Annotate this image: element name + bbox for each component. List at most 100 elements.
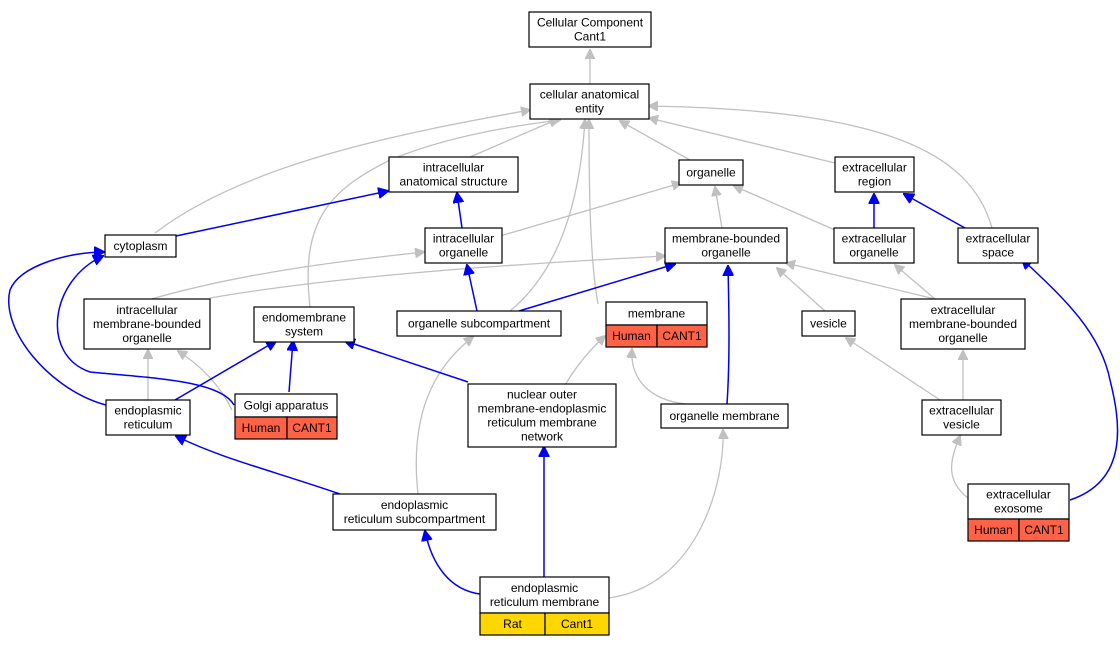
edge-extracellular-mbo-to-extracellular-organelle — [895, 265, 936, 300]
node-organelle-membrane[interactable]: organelle membrane — [660, 403, 789, 429]
node-label-line: intracellular — [116, 303, 177, 317]
node-label: organelle subcompartment — [408, 317, 551, 331]
node-label-line: system — [285, 325, 323, 339]
node-label-line: region — [858, 175, 891, 189]
node-label-line: entity — [575, 102, 604, 116]
node-organelle[interactable]: organelle — [678, 159, 744, 186]
edge-extracellular-mbo-to-membrane-bounded — [786, 263, 936, 300]
edge-membrane-to-entity — [589, 120, 599, 305]
node-label-line: organelle — [439, 246, 489, 260]
edge-intracellular-mbo-to-membrane-bounded — [209, 256, 665, 299]
node-label: cytoplasm — [113, 239, 167, 253]
edge-nuclear-network-to-endomembrane — [345, 341, 469, 383]
edge-membrane-bounded-to-organelle — [715, 187, 723, 229]
exosome-gene-label: CANT1 — [1024, 523, 1064, 537]
node-label-line: extracellular — [931, 303, 996, 317]
node-label-line: reticulum subcompartment — [344, 512, 486, 526]
edge-subcompartment-to-membrane-bounded — [518, 264, 675, 312]
node-label-line: endomembrane — [262, 311, 346, 325]
node-label-line: extracellular — [842, 161, 907, 175]
node-label-line: endoplasmic — [114, 404, 181, 418]
edge-er-to-cytoplasm — [8, 252, 107, 406]
edge-exosome-to-extracellular-space — [1022, 259, 1119, 501]
edges — [8, 50, 1119, 599]
membrane-gene-tag — [656, 324, 708, 348]
node-label-line: anatomical structure — [399, 175, 507, 189]
node-label-line: vesicle — [810, 317, 847, 331]
edge-extracellular-space-to-entity — [649, 106, 993, 229]
edge-extracellular-organelle-to-organelle — [734, 186, 836, 231]
edge-cytoplasm-to-intracellular-structure — [175, 191, 388, 237]
node-label: Golgi apparatus — [244, 399, 329, 413]
node-label-line: extracellular — [929, 404, 994, 418]
node-membrane[interactable]: membrane Human CANT1 — [605, 301, 708, 348]
edge-er-subcompartment-to-subcompartment — [415, 337, 473, 495]
edge-intracellular-organelle-to-organelle — [499, 183, 681, 237]
golgi-species-label: Human — [242, 421, 281, 435]
node-label-line: intracellular — [433, 232, 494, 246]
node-label-line: Golgi apparatus — [244, 399, 329, 413]
node-label-line: organelle — [938, 331, 988, 345]
node-label-line: membrane-bounded — [93, 317, 201, 331]
node-label-line: endoplasmic — [381, 498, 448, 512]
node-label: organelle — [686, 166, 736, 180]
node-label-line: exosome — [994, 502, 1043, 516]
edge-organelle-membrane-to-membrane — [632, 349, 687, 405]
edge-intracellular-mbo-to-intracellular-organelle — [147, 252, 424, 301]
node-label-line: space — [982, 246, 1014, 260]
node-label-line: organelle — [122, 331, 172, 345]
node-label-line: cellular anatomical — [540, 88, 639, 102]
node-label-line: organelle — [701, 246, 751, 260]
membrane-gene-label: CANT1 — [662, 329, 702, 343]
edge-golgi-to-endomembrane — [289, 341, 293, 393]
node-label-line: Cellular Component — [537, 16, 644, 30]
edge-extracellular-vesicle-to-vesicle — [846, 338, 941, 401]
golgi-gene-tag — [286, 416, 338, 440]
node-vesicle[interactable]: vesicle — [801, 310, 856, 337]
node-label-line: cytoplasm — [113, 239, 167, 253]
edge-organelle-membrane-to-membrane-bounded — [727, 266, 729, 405]
node-label-line: intracellular — [423, 161, 484, 175]
edge-extracellular-space-to-extracellular-region — [904, 194, 966, 229]
edge-er-membrane-to-er-subcompartment — [425, 531, 481, 595]
node-organelle-subcompartment[interactable]: organelle subcompartment — [396, 310, 562, 337]
node-cytoplasm[interactable]: cytoplasm — [104, 234, 177, 258]
edge-exosome-to-extracellular-vesicle — [950, 436, 969, 499]
node-label-line: membrane-endoplasmic — [478, 402, 607, 416]
er-membrane-species-label: Rat — [503, 617, 522, 631]
node-label-line: organelle — [686, 166, 736, 180]
node-golgi-apparatus[interactable]: Golgi apparatus Human CANT1 — [234, 393, 338, 440]
